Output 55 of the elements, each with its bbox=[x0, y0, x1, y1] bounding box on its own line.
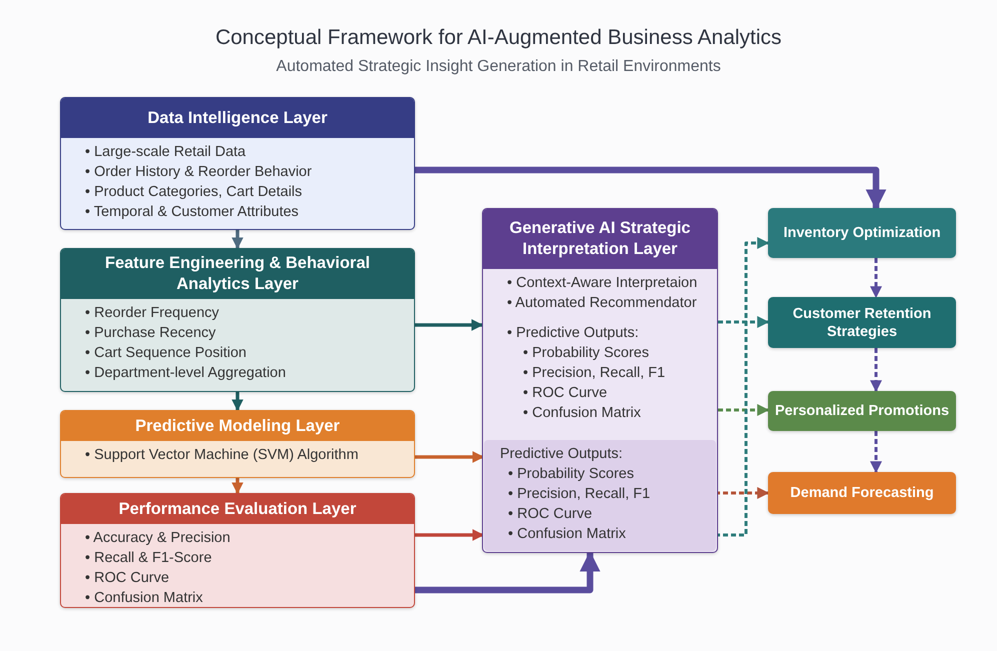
arrow bbox=[870, 431, 882, 474]
bullet-item: • Automated Recommendator bbox=[507, 294, 698, 313]
arrow bbox=[718, 316, 770, 328]
bullet-item: • Predictive Outputs: bbox=[507, 324, 640, 343]
bullet-item: • Confusion Matrix bbox=[85, 589, 204, 607]
arrow bbox=[415, 550, 600, 594]
bullet-item: • Confusion Matrix bbox=[523, 404, 642, 423]
bullet-item: • Accuracy & Precision bbox=[85, 529, 232, 548]
bullet-item: • ROC Curve bbox=[85, 569, 170, 588]
layer-title: Generative AI Strategic Interpretation Layer bbox=[483, 209, 717, 269]
outcome-box: Demand Forecasting bbox=[768, 472, 956, 514]
layer-title: Predictive Modeling Layer bbox=[61, 411, 414, 441]
bullet-item: • ROC Curve bbox=[508, 505, 594, 524]
bullet-item: • Purchase Recency bbox=[85, 324, 217, 343]
bullet-item: • Temporal & Customer Attributes bbox=[85, 203, 300, 222]
bullet-item: • Recall & F1-Score bbox=[85, 549, 213, 568]
bullet-item: • Reorder Frequency bbox=[85, 304, 220, 323]
layer-title: Performance Evaluation Layer bbox=[61, 494, 414, 524]
bullet-item: • Precision, Recall, F1 bbox=[508, 485, 652, 504]
bullet-item: • Precision, Recall, F1 bbox=[523, 364, 666, 383]
arrow bbox=[232, 478, 244, 494]
arrow bbox=[415, 319, 484, 331]
layer-box bbox=[482, 208, 718, 553]
bullet-item: • Product Categories, Cart Details bbox=[85, 183, 304, 202]
bullet-item: • Context-Aware Interpretaion bbox=[507, 274, 698, 293]
arrow bbox=[870, 348, 882, 392]
arrow bbox=[415, 529, 484, 541]
bullet-item: • Large-scale Retail Data bbox=[85, 143, 247, 162]
bullet-item: • Order History & Reorder Behavior bbox=[85, 163, 313, 182]
arrow bbox=[232, 392, 244, 412]
outcome-box: Customer Retention Strategies bbox=[768, 297, 956, 348]
arrow bbox=[232, 230, 244, 250]
layer-title: Data Intelligence Layer bbox=[61, 98, 414, 138]
bullet-item: • Department-level Aggregation bbox=[85, 364, 287, 383]
diagram-subtitle: Automated Strategic Insight Generation in Retail Environments bbox=[275, 58, 722, 76]
bullet-item: • Probability Scores bbox=[523, 344, 650, 363]
layer-box bbox=[60, 493, 415, 608]
arrow bbox=[870, 258, 882, 298]
bullet-item: • Confusion Matrix bbox=[508, 525, 627, 544]
bullet-item: • ROC Curve bbox=[523, 384, 608, 403]
panel-heading: Predictive Outputs: bbox=[500, 445, 624, 464]
diagram-title: Conceptual Framework for AI-Augmented Business Analytics bbox=[214, 26, 783, 50]
arrow bbox=[718, 404, 770, 416]
layer-box bbox=[60, 410, 415, 478]
bullet-item: • Support Vector Machine (SVM) Algorithm bbox=[85, 446, 360, 465]
layer-title: Feature Engineering & Behavioral Analytics Layer bbox=[61, 249, 414, 299]
outcome-box: Inventory Optimization bbox=[768, 208, 956, 258]
outcome-box: Personalized Promotions bbox=[768, 391, 956, 431]
arrow bbox=[415, 166, 886, 210]
layer-box bbox=[60, 248, 415, 392]
output-panel bbox=[484, 440, 716, 551]
layer-box bbox=[60, 97, 415, 230]
arrow bbox=[415, 451, 484, 463]
bullet-item: • Probability Scores bbox=[508, 465, 635, 484]
bullet-item: • Cart Sequence Position bbox=[85, 344, 248, 363]
